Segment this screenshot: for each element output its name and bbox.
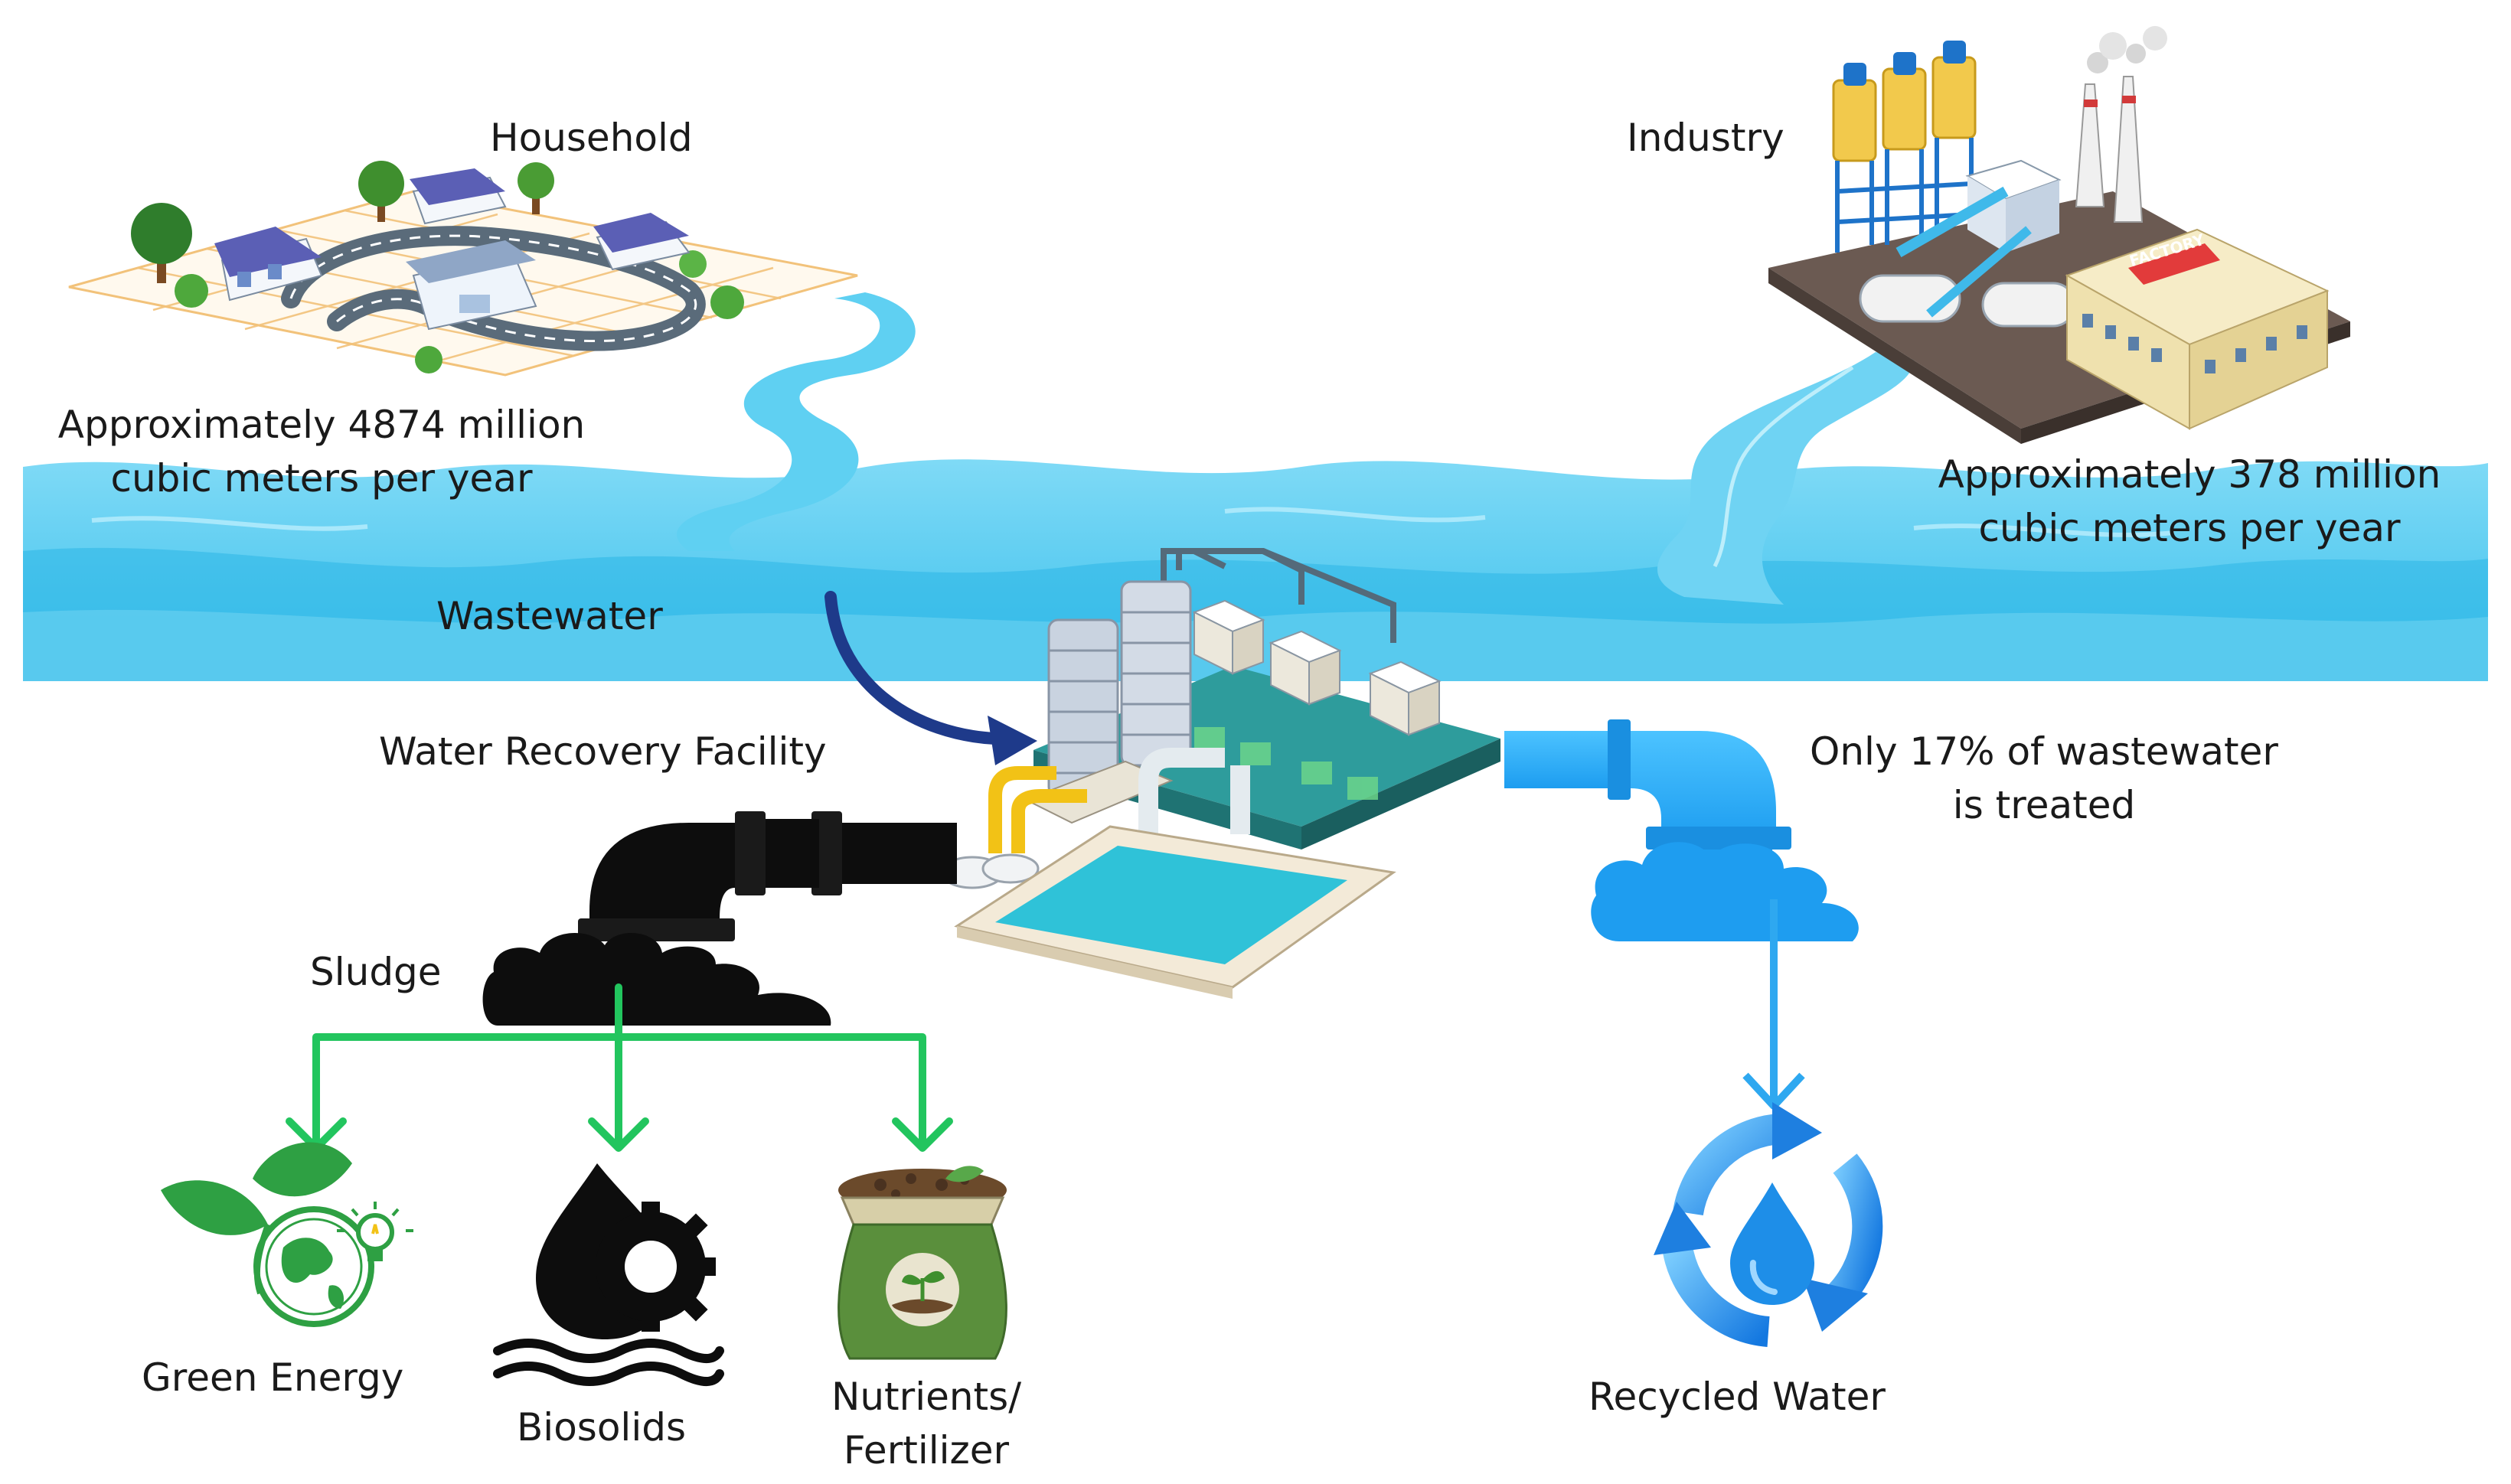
fertilizer-sack-icon bbox=[838, 1166, 1007, 1360]
factory-icon bbox=[1768, 26, 2350, 444]
leaf-globe-bulb-icon bbox=[161, 1142, 413, 1327]
wastewater-band bbox=[23, 459, 2488, 681]
treated-line2: is treated bbox=[1952, 783, 2136, 827]
household-river bbox=[677, 292, 916, 551]
recycle-water-drop-icon bbox=[1654, 1102, 1883, 1347]
wastewater-label: Wastewater bbox=[436, 594, 663, 638]
recycled-water-label: Recycled Water bbox=[1589, 1375, 1886, 1419]
water-treatment-plant-icon bbox=[940, 548, 1500, 999]
sludge-label: Sludge bbox=[310, 950, 442, 994]
sludge-pipe bbox=[482, 811, 957, 1026]
nutrients-line1: Nutrients/ bbox=[831, 1375, 1022, 1419]
nutrients-line2: Fertilizer bbox=[843, 1428, 1010, 1473]
treated-percentage-label: Only 17% of wastewater is treated bbox=[1768, 725, 2320, 832]
household-volume-line2: cubic meters per year bbox=[110, 456, 533, 501]
industry-label: Industry bbox=[1627, 116, 1784, 160]
treated-line1: Only 17% of wastewater bbox=[1810, 729, 2278, 774]
nutrients-fertilizer-label: Nutrients/ Fertilizer bbox=[819, 1370, 1033, 1477]
recycled-water-pipe bbox=[1504, 719, 1859, 941]
wastewater-inflow-arrow bbox=[824, 591, 1037, 765]
water-recovery-facility-label: Water Recovery Facility bbox=[379, 729, 827, 774]
industry-volume: Approximately 378 million cubic meters p… bbox=[1899, 448, 2480, 555]
industry-volume-line1: Approximately 378 million bbox=[1938, 452, 2441, 497]
household-label: Household bbox=[490, 116, 693, 160]
drop-gear-waves-icon bbox=[493, 1163, 724, 1386]
industry-river-ripples bbox=[1713, 365, 1854, 568]
household-volume: Approximately 4874 million cubic meters … bbox=[15, 398, 628, 505]
industry-volume-line2: cubic meters per year bbox=[1978, 506, 2401, 550]
biosolids-label: Biosolids bbox=[517, 1405, 686, 1450]
household-volume-line1: Approximately 4874 million bbox=[57, 403, 586, 447]
green-energy-label: Green Energy bbox=[142, 1355, 404, 1400]
sludge-output-arrows bbox=[286, 983, 953, 1152]
house-neighborhood-icon bbox=[68, 161, 858, 377]
